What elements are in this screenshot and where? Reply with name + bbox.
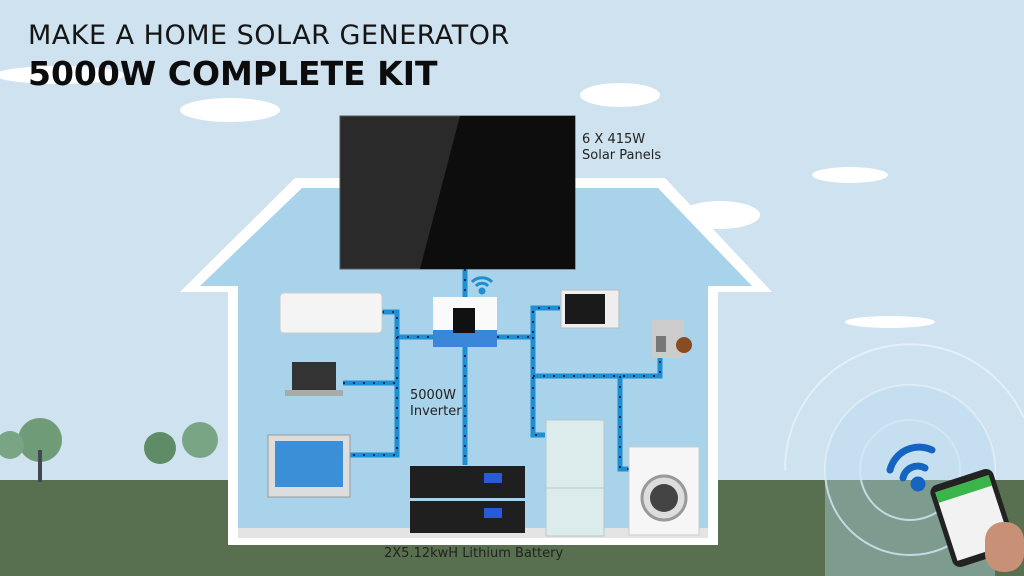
hand bbox=[985, 522, 1024, 572]
inverter bbox=[433, 297, 497, 347]
coffee-machine bbox=[652, 320, 692, 358]
air-conditioner bbox=[279, 292, 383, 334]
trees bbox=[0, 418, 218, 482]
inverter-name: Inverter bbox=[410, 404, 462, 419]
refrigerator bbox=[545, 419, 605, 537]
clouds bbox=[0, 66, 935, 328]
lithium-batteries bbox=[410, 466, 525, 533]
laptop bbox=[285, 362, 343, 396]
wifi-icon bbox=[470, 276, 494, 295]
battery-label: 2X5.12kwH Lithium Battery bbox=[384, 546, 564, 561]
title-line-2: 5000W COMPLETE KIT bbox=[28, 54, 438, 93]
panels-name: Solar Panels bbox=[582, 148, 662, 163]
wifi-signal-icon bbox=[886, 443, 936, 492]
title-line-1: MAKE A HOME SOLAR GENERATOR bbox=[28, 20, 510, 51]
panels-count: 6 X 415W bbox=[582, 132, 646, 147]
inverter-power: 5000W bbox=[410, 388, 456, 403]
inverter-label: 5000W Inverter bbox=[410, 388, 462, 420]
microwave bbox=[560, 289, 620, 329]
signal-rings bbox=[783, 343, 1024, 556]
solar-panels-label: 6 X 415W Solar Panels bbox=[582, 132, 661, 164]
washing-machine bbox=[628, 446, 700, 536]
tablet-tv bbox=[267, 434, 351, 498]
